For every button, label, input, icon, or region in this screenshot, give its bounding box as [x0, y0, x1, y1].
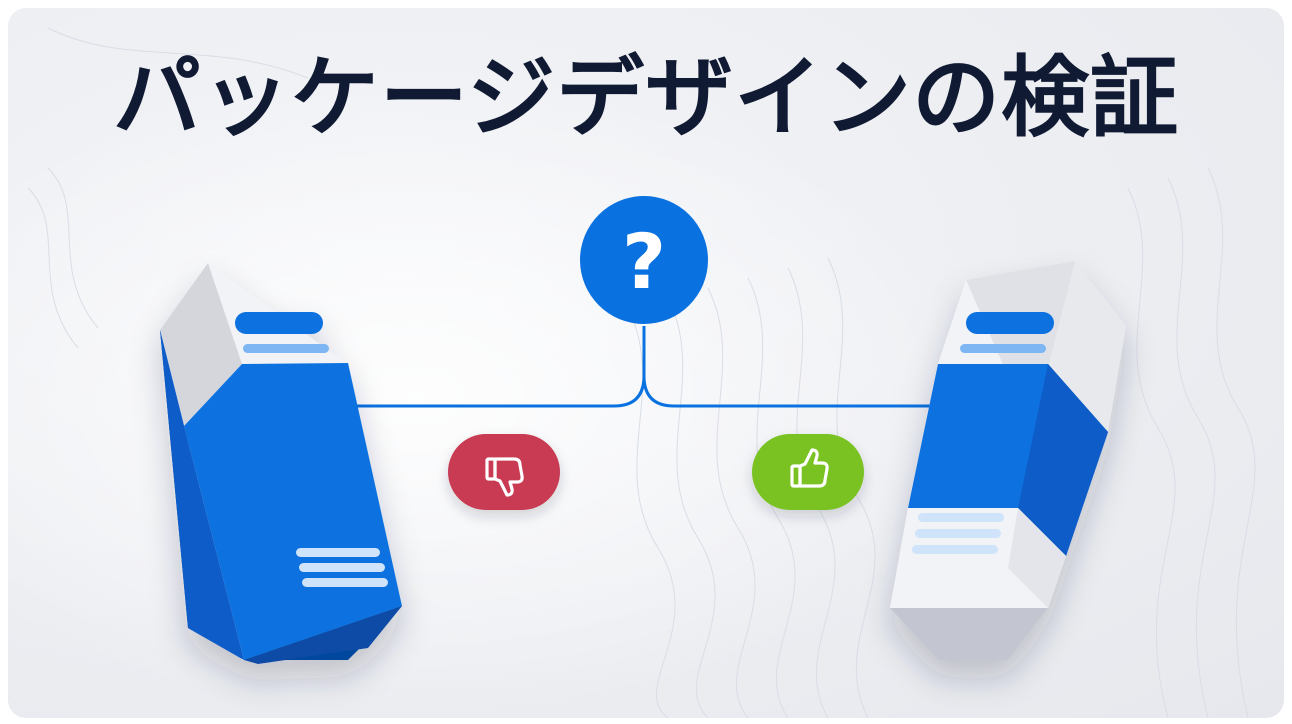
label-bar: [960, 344, 1046, 353]
thumbs-down-icon[interactable]: [448, 434, 560, 510]
connector-line: [348, 326, 646, 408]
label-bar: [296, 548, 380, 557]
label-bar: [966, 312, 1054, 334]
label-bar: [912, 545, 998, 554]
label-bar: [915, 529, 1001, 538]
question-mark-label: ?: [622, 217, 666, 306]
thumbs-up-icon[interactable]: [752, 434, 864, 510]
question-mark-icon: ?: [580, 196, 708, 324]
page-title: パッケージデザインの検証: [112, 46, 1180, 149]
package-box-right: [890, 261, 1126, 660]
label-bar: [299, 563, 385, 572]
package-box-left: [160, 263, 402, 664]
illustration-card: パッケージデザインの検証: [8, 8, 1284, 718]
label-bar: [243, 344, 329, 353]
label-bar: [235, 312, 323, 334]
package-comparison: ?: [160, 196, 1126, 664]
connector-line: [642, 375, 938, 408]
label-bar: [918, 513, 1004, 522]
label-bar: [302, 578, 388, 587]
